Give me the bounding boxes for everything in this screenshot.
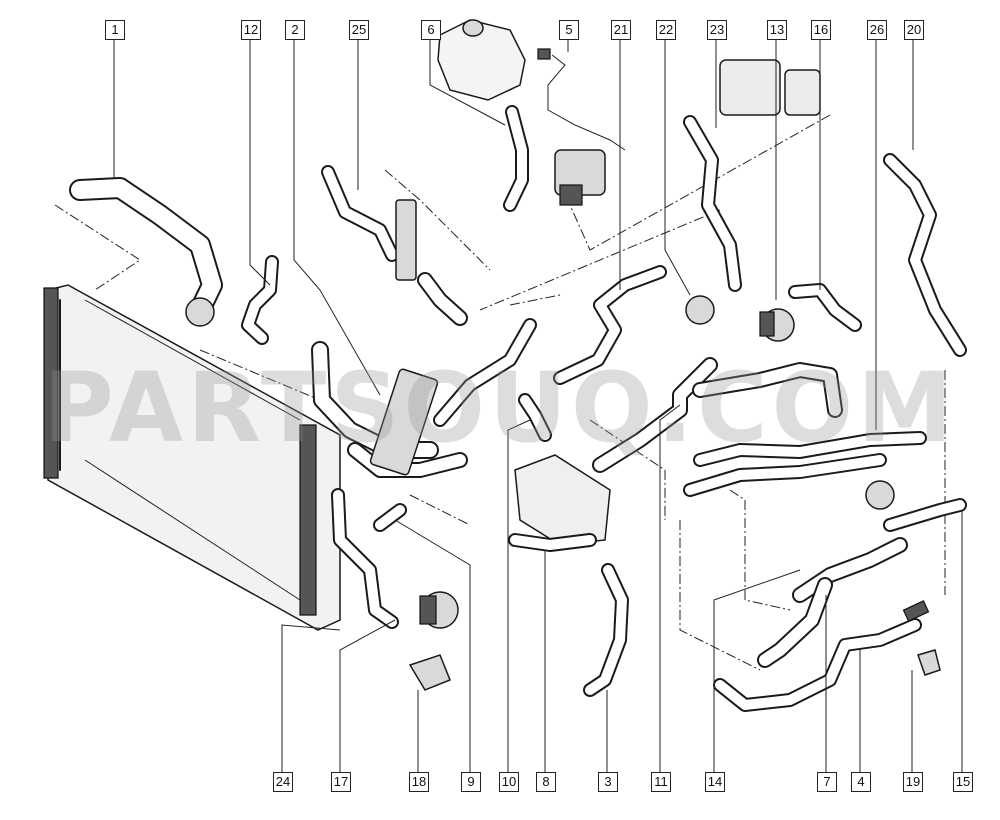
hose-9 — [373, 503, 407, 532]
callout-5: 5 — [559, 20, 579, 40]
callout-13: 13 — [767, 20, 787, 40]
coolant-valve-block — [554, 149, 606, 206]
callout-3: 3 — [598, 772, 618, 792]
egr-cooler — [719, 59, 821, 116]
callout-4: 4 — [851, 772, 871, 792]
callout-21: 21 — [611, 20, 631, 40]
callout-9: 9 — [461, 772, 481, 792]
auxiliary-water-pump — [419, 591, 459, 629]
temperature-sensor — [902, 600, 941, 676]
callout-26: 26 — [867, 20, 887, 40]
callout-6: 6 — [421, 20, 441, 40]
callout-8: 8 — [536, 772, 556, 792]
callout-14: 14 — [705, 772, 725, 792]
callout-17: 17 — [331, 772, 351, 792]
hose-16 — [788, 283, 862, 332]
callout-1: 1 — [105, 20, 125, 40]
callout-15: 15 — [953, 772, 973, 792]
radiator — [43, 284, 341, 631]
callout-19: 19 — [903, 772, 923, 792]
hose-22 — [683, 115, 742, 325]
callout-23: 23 — [707, 20, 727, 40]
water-outlet-housing — [311, 318, 537, 478]
callout-11: 11 — [651, 772, 671, 792]
hose-10 — [518, 393, 552, 442]
electric-water-pump — [759, 308, 795, 342]
callout-10: 10 — [499, 772, 519, 792]
upper-radiator-hose — [69, 177, 223, 327]
callout-25: 25 — [349, 20, 369, 40]
temperature-sensor-cable — [537, 48, 626, 151]
thermostat-valve — [865, 480, 895, 510]
pipe-assembly-8 — [508, 454, 611, 552]
hose-25-assembly — [321, 165, 468, 326]
hose-3 — [583, 563, 629, 697]
callout-7: 7 — [817, 772, 837, 792]
hose-24 — [331, 488, 399, 629]
assembly-guide-lines — [54, 114, 946, 671]
callout-18: 18 — [409, 772, 429, 792]
callout-16: 16 — [811, 20, 831, 40]
callout-12: 12 — [241, 20, 261, 40]
callout-2: 2 — [285, 20, 305, 40]
lower-hose-group — [713, 498, 967, 712]
small-hose-12 — [241, 255, 279, 345]
pump-bracket — [408, 654, 451, 691]
callout-24: 24 — [273, 772, 293, 792]
callout-leader-lines — [113, 38, 963, 772]
callout-22: 22 — [656, 20, 676, 40]
hose-21 — [553, 265, 667, 385]
heater-hose-bundle — [592, 357, 927, 497]
callout-20: 20 — [904, 20, 924, 40]
expansion-tank — [437, 19, 529, 212]
hose-20 — [883, 153, 967, 357]
